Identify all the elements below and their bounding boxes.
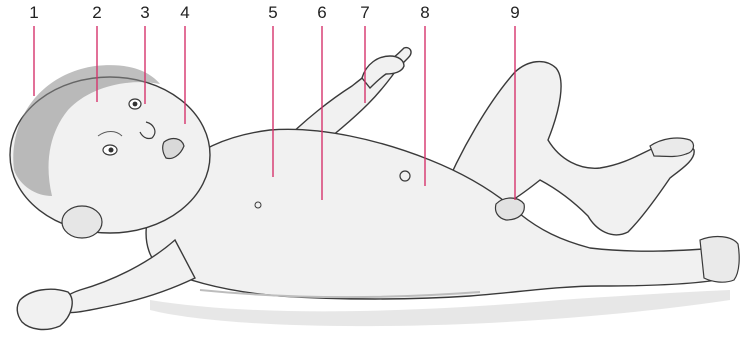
label-4: 4 — [175, 4, 195, 22]
straight-foot — [700, 237, 739, 283]
label-9: 9 — [505, 4, 525, 22]
label-7: 7 — [355, 4, 375, 22]
label-3: 3 — [135, 4, 155, 22]
outstretched-arm — [60, 240, 195, 313]
label-5: 5 — [263, 4, 283, 22]
label-6: 6 — [312, 4, 332, 22]
label-1: 1 — [24, 4, 44, 22]
ear — [62, 206, 102, 238]
outstretched-hand — [17, 289, 72, 329]
genitals-mark — [495, 198, 524, 220]
raised-foot — [650, 138, 693, 157]
label-8: 8 — [415, 4, 435, 22]
label-2: 2 — [87, 4, 107, 22]
